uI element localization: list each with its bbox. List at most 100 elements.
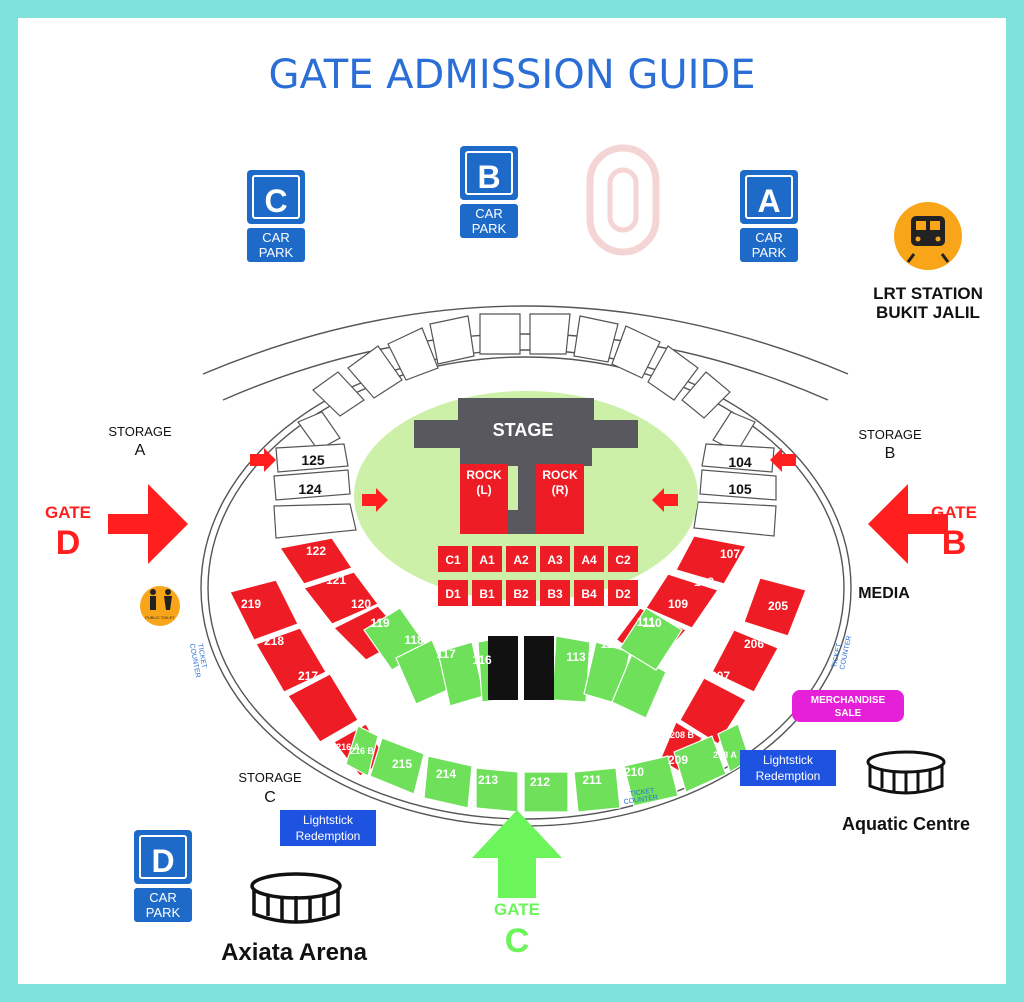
track-icon bbox=[586, 144, 660, 256]
floor-section-label: C2 bbox=[615, 553, 631, 567]
section-208-b[interactable]: 208 B bbox=[670, 730, 695, 740]
section-122[interactable]: 122 bbox=[306, 544, 326, 558]
car-park-letter: C bbox=[264, 183, 287, 219]
section-209[interactable]: 209 bbox=[668, 753, 688, 767]
floor-section-d2[interactable] bbox=[608, 580, 638, 606]
gate-c-arrow-icon bbox=[472, 810, 562, 898]
entry-arrow-icons bbox=[250, 448, 796, 512]
floor-section-d1[interactable] bbox=[438, 580, 468, 606]
floor-section-a3[interactable] bbox=[540, 546, 570, 572]
axiata-arena: Axiata Arena bbox=[221, 872, 368, 966]
section-219[interactable]: 219 bbox=[241, 597, 261, 611]
section-113[interactable]: 113 bbox=[566, 650, 586, 664]
gate-d[interactable]: GATE D bbox=[45, 484, 188, 564]
floor-section-a4[interactable] bbox=[574, 546, 604, 572]
section-119[interactable]: 119 bbox=[370, 616, 390, 630]
floor-section-a2[interactable] bbox=[506, 546, 536, 572]
gate-letter: D bbox=[56, 524, 81, 562]
section-109[interactable]: 109 bbox=[668, 597, 688, 611]
section-207[interactable]: 207 bbox=[710, 669, 730, 683]
section-211[interactable]: 211 bbox=[582, 773, 602, 787]
car-park-label: CAR bbox=[149, 890, 176, 905]
floor-section-label: B4 bbox=[581, 587, 597, 601]
gate-letter: B bbox=[942, 524, 967, 562]
floor-section-label: B1 bbox=[479, 587, 495, 601]
gate-word: GATE bbox=[494, 900, 540, 919]
floor-section-c1[interactable] bbox=[438, 546, 468, 572]
rock-r-label: ROCK bbox=[542, 468, 578, 482]
car-park-letter: D bbox=[151, 843, 174, 879]
floor-section-label: B3 bbox=[547, 587, 563, 601]
rock-r-zone[interactable]: ROCK (R) bbox=[536, 464, 584, 534]
merchandise-sale[interactable]: MERCHANDISE SALE bbox=[792, 690, 904, 722]
toilet-label: PUBLIC TOILET bbox=[145, 615, 175, 620]
public-toilet[interactable]: PUBLIC TOILET bbox=[140, 586, 180, 626]
section-206[interactable]: 206 bbox=[744, 637, 764, 651]
floor-section-label: D2 bbox=[615, 587, 631, 601]
ticket-counter-label: TICKET bbox=[629, 787, 655, 797]
floor-section-c2[interactable] bbox=[608, 546, 638, 572]
aquatic-label: Aquatic Centre bbox=[842, 814, 970, 834]
floor-section-label: A3 bbox=[547, 553, 563, 567]
gate-b[interactable]: GATE B bbox=[868, 484, 977, 564]
car-park-c-sign: C CAR PARK bbox=[247, 170, 305, 262]
aquatic-centre: Aquatic Centre bbox=[842, 750, 970, 834]
storage-b-label: B bbox=[885, 445, 896, 462]
floor-section-label: B2 bbox=[513, 587, 529, 601]
rock-r-label: (R) bbox=[552, 483, 569, 497]
section-213[interactable]: 213 bbox=[478, 773, 498, 787]
merch-label: SALE bbox=[835, 708, 862, 719]
lightstick-label: Lightstick bbox=[763, 753, 814, 767]
floor-section-b4[interactable] bbox=[574, 580, 604, 606]
section-116[interactable]: 116 bbox=[472, 653, 492, 667]
lightstick-redemption-left[interactable]: Lightstick Redemption bbox=[280, 810, 376, 846]
car-park-letter: B bbox=[477, 159, 500, 195]
section-120[interactable]: 120 bbox=[351, 597, 371, 611]
lightstick-redemption-right[interactable]: Lightstick Redemption bbox=[740, 750, 836, 786]
lightstick-label: Redemption bbox=[756, 769, 821, 783]
section-210[interactable]: 210 bbox=[624, 765, 644, 779]
floor-section-label: A1 bbox=[479, 553, 495, 567]
floor-section-b1[interactable] bbox=[472, 580, 502, 606]
section-215[interactable]: 215 bbox=[392, 757, 412, 771]
storage-a-label: STORAGE bbox=[108, 424, 172, 439]
section-216-b[interactable]: 216 B bbox=[350, 746, 375, 756]
upper-stand bbox=[297, 313, 756, 453]
rock-l-zone[interactable]: ROCK (L) bbox=[460, 464, 508, 534]
floor-section-b2[interactable] bbox=[506, 580, 536, 606]
section-118[interactable]: 118 bbox=[404, 633, 424, 647]
section-212[interactable]: 212 bbox=[530, 775, 550, 789]
stadium-icon bbox=[250, 872, 342, 924]
section-110[interactable]: 110 bbox=[642, 616, 662, 630]
gate-c[interactable]: GATE C bbox=[472, 810, 562, 960]
lightstick-label: Lightstick bbox=[303, 813, 354, 827]
section-111[interactable]: 111 bbox=[637, 615, 656, 629]
lightstick-label: Redemption bbox=[296, 829, 361, 843]
section-218[interactable]: 218 bbox=[264, 634, 284, 648]
lrt-label: BUKIT JALIL bbox=[876, 303, 980, 322]
car-park-letter: A bbox=[757, 183, 780, 219]
section-208-a[interactable]: 208 A bbox=[713, 750, 737, 760]
section-117[interactable]: 117 bbox=[436, 647, 456, 661]
section-112[interactable]: 112 bbox=[600, 637, 620, 651]
merch-label: MERCHANDISE bbox=[811, 695, 886, 706]
stadium-icon bbox=[866, 750, 946, 795]
section-107[interactable]: 107 bbox=[720, 547, 740, 561]
floor-section-a1[interactable] bbox=[472, 546, 502, 572]
gate-d-arrow-icon bbox=[108, 484, 188, 564]
floor-section-b3[interactable] bbox=[540, 580, 570, 606]
gate-word: GATE bbox=[931, 503, 977, 522]
floor-section-label: A4 bbox=[581, 553, 597, 567]
ticket-counter-label: COUNTER bbox=[623, 794, 658, 806]
lower-stand-green bbox=[345, 607, 751, 813]
section-217[interactable]: 217 bbox=[298, 669, 318, 683]
car-park-label: CAR bbox=[475, 206, 502, 221]
car-park-label: CAR bbox=[262, 230, 289, 245]
section-216-a[interactable]: 216 A bbox=[336, 742, 360, 752]
section-label: 104 bbox=[728, 454, 752, 470]
car-park-d-sign: D CAR PARK bbox=[134, 830, 192, 922]
section-121[interactable]: 121 bbox=[326, 573, 346, 587]
section-214[interactable]: 214 bbox=[436, 767, 456, 781]
section-205[interactable]: 205 bbox=[768, 599, 788, 613]
section-108[interactable]: 108 bbox=[694, 575, 714, 589]
